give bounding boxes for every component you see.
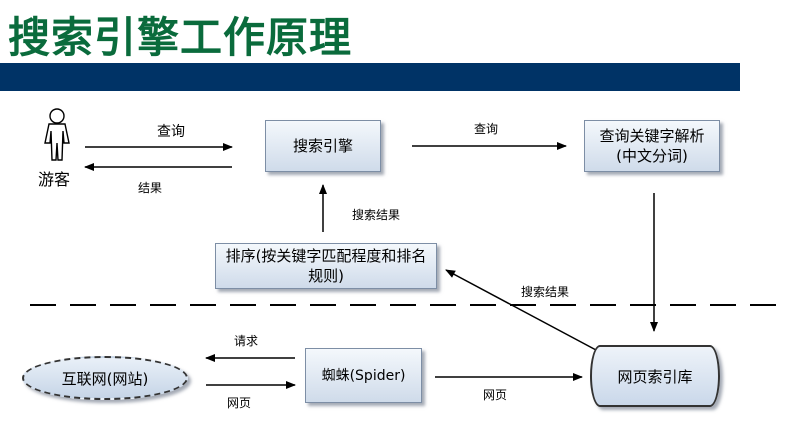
edge-label-search-result-up: 搜索结果 [352, 208, 401, 222]
edge-label-request: 请求 [234, 334, 259, 348]
sort-box: 排序(按关键字匹配程度和排名规则) [215, 243, 437, 289]
visitor-label: 游客 [38, 170, 71, 189]
arrow-db-to-sort [445, 269, 597, 351]
edge-label-result: 结果 [138, 181, 163, 195]
index-db-node: 网页索引库 [590, 345, 720, 407]
edge-label-web-page-db: 网页 [483, 388, 508, 402]
edge-label-engine-query: 查询 [474, 122, 499, 136]
title-bar [0, 63, 740, 91]
edge-label-visitor-query: 查询 [157, 124, 185, 140]
edge-label-search-result-db: 搜索结果 [521, 285, 570, 299]
edge-label-web-page-back: 网页 [227, 396, 252, 410]
spider-box: 蜘蛛(Spider) [305, 348, 422, 403]
visitor-icon [44, 108, 70, 161]
page-title: 搜索引擎工作原理 [8, 13, 353, 62]
query-parse-box: 查询关键字解析(中文分词) [584, 120, 720, 172]
search-engine-box: 搜索引擎 [265, 120, 381, 172]
internet-node: 互联网(网站) [22, 356, 188, 400]
